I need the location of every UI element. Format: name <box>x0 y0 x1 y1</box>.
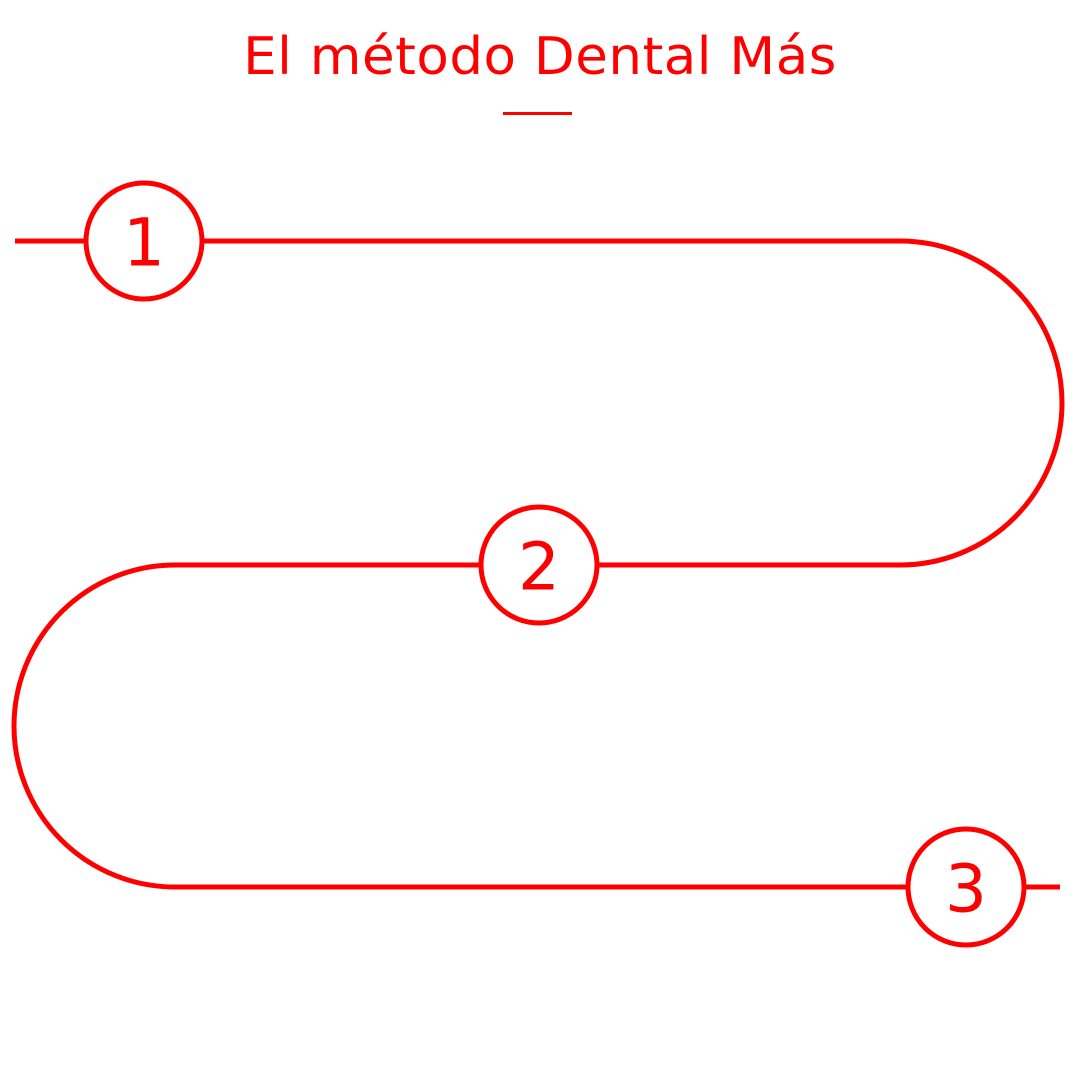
title-underline <box>503 112 572 115</box>
step-number: 1 <box>123 205 165 282</box>
step-circle <box>83 180 205 302</box>
step-number: 3 <box>945 851 987 928</box>
page-title: El método Dental Más <box>243 27 837 87</box>
step-number: 2 <box>518 529 560 606</box>
step-marker-2: 2 <box>478 504 600 626</box>
step-marker-1: 1 <box>83 180 205 302</box>
step-circle <box>478 504 600 626</box>
step-marker-3: 3 <box>905 826 1027 948</box>
step-circle <box>905 826 1027 948</box>
